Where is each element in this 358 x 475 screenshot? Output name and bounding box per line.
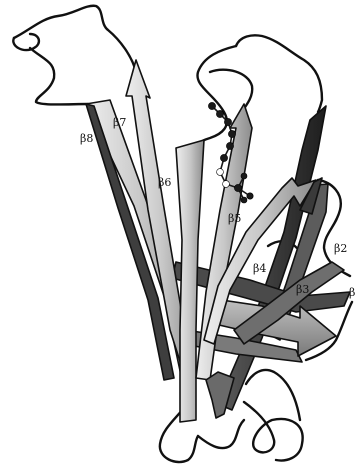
ligand-atom [241,197,247,203]
label-beta1: β [349,286,355,299]
ligand-atom [216,110,223,117]
loop-bottom-mid [246,370,300,420]
label-beta2: β2 [334,242,347,255]
ligand-atom [208,102,215,109]
label-beta7: β7 [113,116,126,129]
loop-bottom-right [244,402,303,460]
loop-bottom-center [198,420,244,448]
label-beta6: β6 [158,176,171,189]
ligand-atom [228,130,235,137]
ligand-atom [217,169,224,176]
ligand-atom [241,173,247,179]
ligand-atom [247,193,253,199]
loop-left-outer [30,48,88,105]
label-beta4: β4 [253,262,266,275]
ligand-atom [234,184,241,191]
ligand-atom [224,118,231,125]
label-beta3: β3 [296,283,309,296]
ligand-atom [220,154,227,161]
ligand-atom [223,181,230,188]
label-beta5: β5 [228,212,241,225]
strand-lower-arrow [206,372,234,418]
label-beta8: β8 [80,132,93,145]
loop-top-left [14,6,136,72]
ligand-atom [226,142,233,149]
